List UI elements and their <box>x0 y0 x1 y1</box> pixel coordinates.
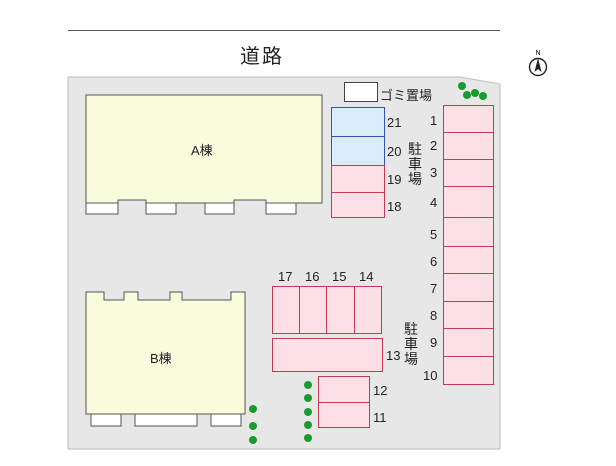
stall-number-13: 13 <box>386 348 401 363</box>
tree-icon <box>304 394 312 402</box>
parking-label-char: 駐 <box>404 321 418 337</box>
parking-stall-2 <box>443 132 494 160</box>
parking-stall-7 <box>443 273 494 302</box>
tree-icon <box>304 421 312 429</box>
stall-number-12: 12 <box>373 383 388 398</box>
stall-number-1: 1 <box>430 113 438 128</box>
stall-number-14: 14 <box>359 269 374 284</box>
parking-stall-19 <box>331 165 385 193</box>
stall-number-4: 4 <box>430 195 438 210</box>
tree-icon <box>304 408 312 416</box>
stall-number-15: 15 <box>332 269 347 284</box>
tree-icon <box>304 381 312 389</box>
parking-label-char: 車 <box>408 156 422 172</box>
tree-icon <box>463 91 471 99</box>
tree-icon <box>249 405 257 413</box>
tree-icon <box>304 434 312 442</box>
parking-stall-1 <box>443 105 494 133</box>
stall-number-16: 16 <box>305 269 320 284</box>
stall-number-19: 19 <box>387 172 402 187</box>
road-edge-line <box>68 30 500 31</box>
stall-number-8: 8 <box>430 308 438 323</box>
parking-stall-13 <box>272 338 383 372</box>
parking-stall-18 <box>331 192 385 218</box>
parking-stall-11 <box>318 402 370 428</box>
parking-label-char: 駐 <box>408 141 422 157</box>
parking-stall-6 <box>443 246 494 274</box>
garbage-area-label: ゴミ置場 <box>380 88 433 103</box>
parking-stall-21 <box>331 107 385 137</box>
stall-number-21: 21 <box>387 115 402 130</box>
stall-number-6: 6 <box>430 254 438 269</box>
parking-stall-12 <box>318 376 370 403</box>
parking-stall-10 <box>443 356 494 385</box>
stall-number-5: 5 <box>430 227 438 242</box>
parking-stall-3 <box>443 159 494 187</box>
tree-icon <box>458 82 466 90</box>
tree-icon <box>471 89 479 97</box>
stall-number-9: 9 <box>430 335 438 350</box>
parking-stall-8 <box>443 301 494 329</box>
parking-label-char: 場 <box>408 171 422 187</box>
building-a-label: A棟 <box>191 143 213 158</box>
stall-number-2: 2 <box>430 138 438 153</box>
parking-stall-17 <box>272 286 300 334</box>
stall-number-7: 7 <box>430 281 438 296</box>
parking-label-char: 車 <box>404 336 418 352</box>
tree-icon <box>479 92 487 100</box>
tree-icon <box>249 436 257 444</box>
parking-label-lower: 駐 車 場 <box>403 322 419 367</box>
stall-number-18: 18 <box>387 199 402 214</box>
parking-stall-9 <box>443 328 494 357</box>
stall-number-3: 3 <box>430 165 438 180</box>
stall-number-20: 20 <box>387 144 402 159</box>
parking-label-char: 場 <box>404 351 418 367</box>
north-label: N <box>535 50 540 57</box>
parking-stall-5 <box>443 217 494 247</box>
parking-stall-15 <box>326 286 355 334</box>
parking-stall-14 <box>354 286 382 334</box>
building-b <box>85 291 246 427</box>
parking-stall-4 <box>443 186 494 218</box>
road-label: 道路 <box>240 46 284 68</box>
building-b-label: B棟 <box>150 351 172 366</box>
parking-stall-20 <box>331 136 385 166</box>
stall-number-11: 11 <box>373 410 387 425</box>
tree-icon <box>249 422 257 430</box>
north-arrow-icon: N <box>528 50 548 77</box>
parking-stall-16 <box>299 286 327 334</box>
garbage-area <box>344 82 378 102</box>
stall-number-17: 17 <box>278 269 293 284</box>
parking-label-upper: 駐 車 場 <box>407 142 423 187</box>
stall-number-10: 10 <box>423 368 438 383</box>
building-a <box>85 94 323 215</box>
